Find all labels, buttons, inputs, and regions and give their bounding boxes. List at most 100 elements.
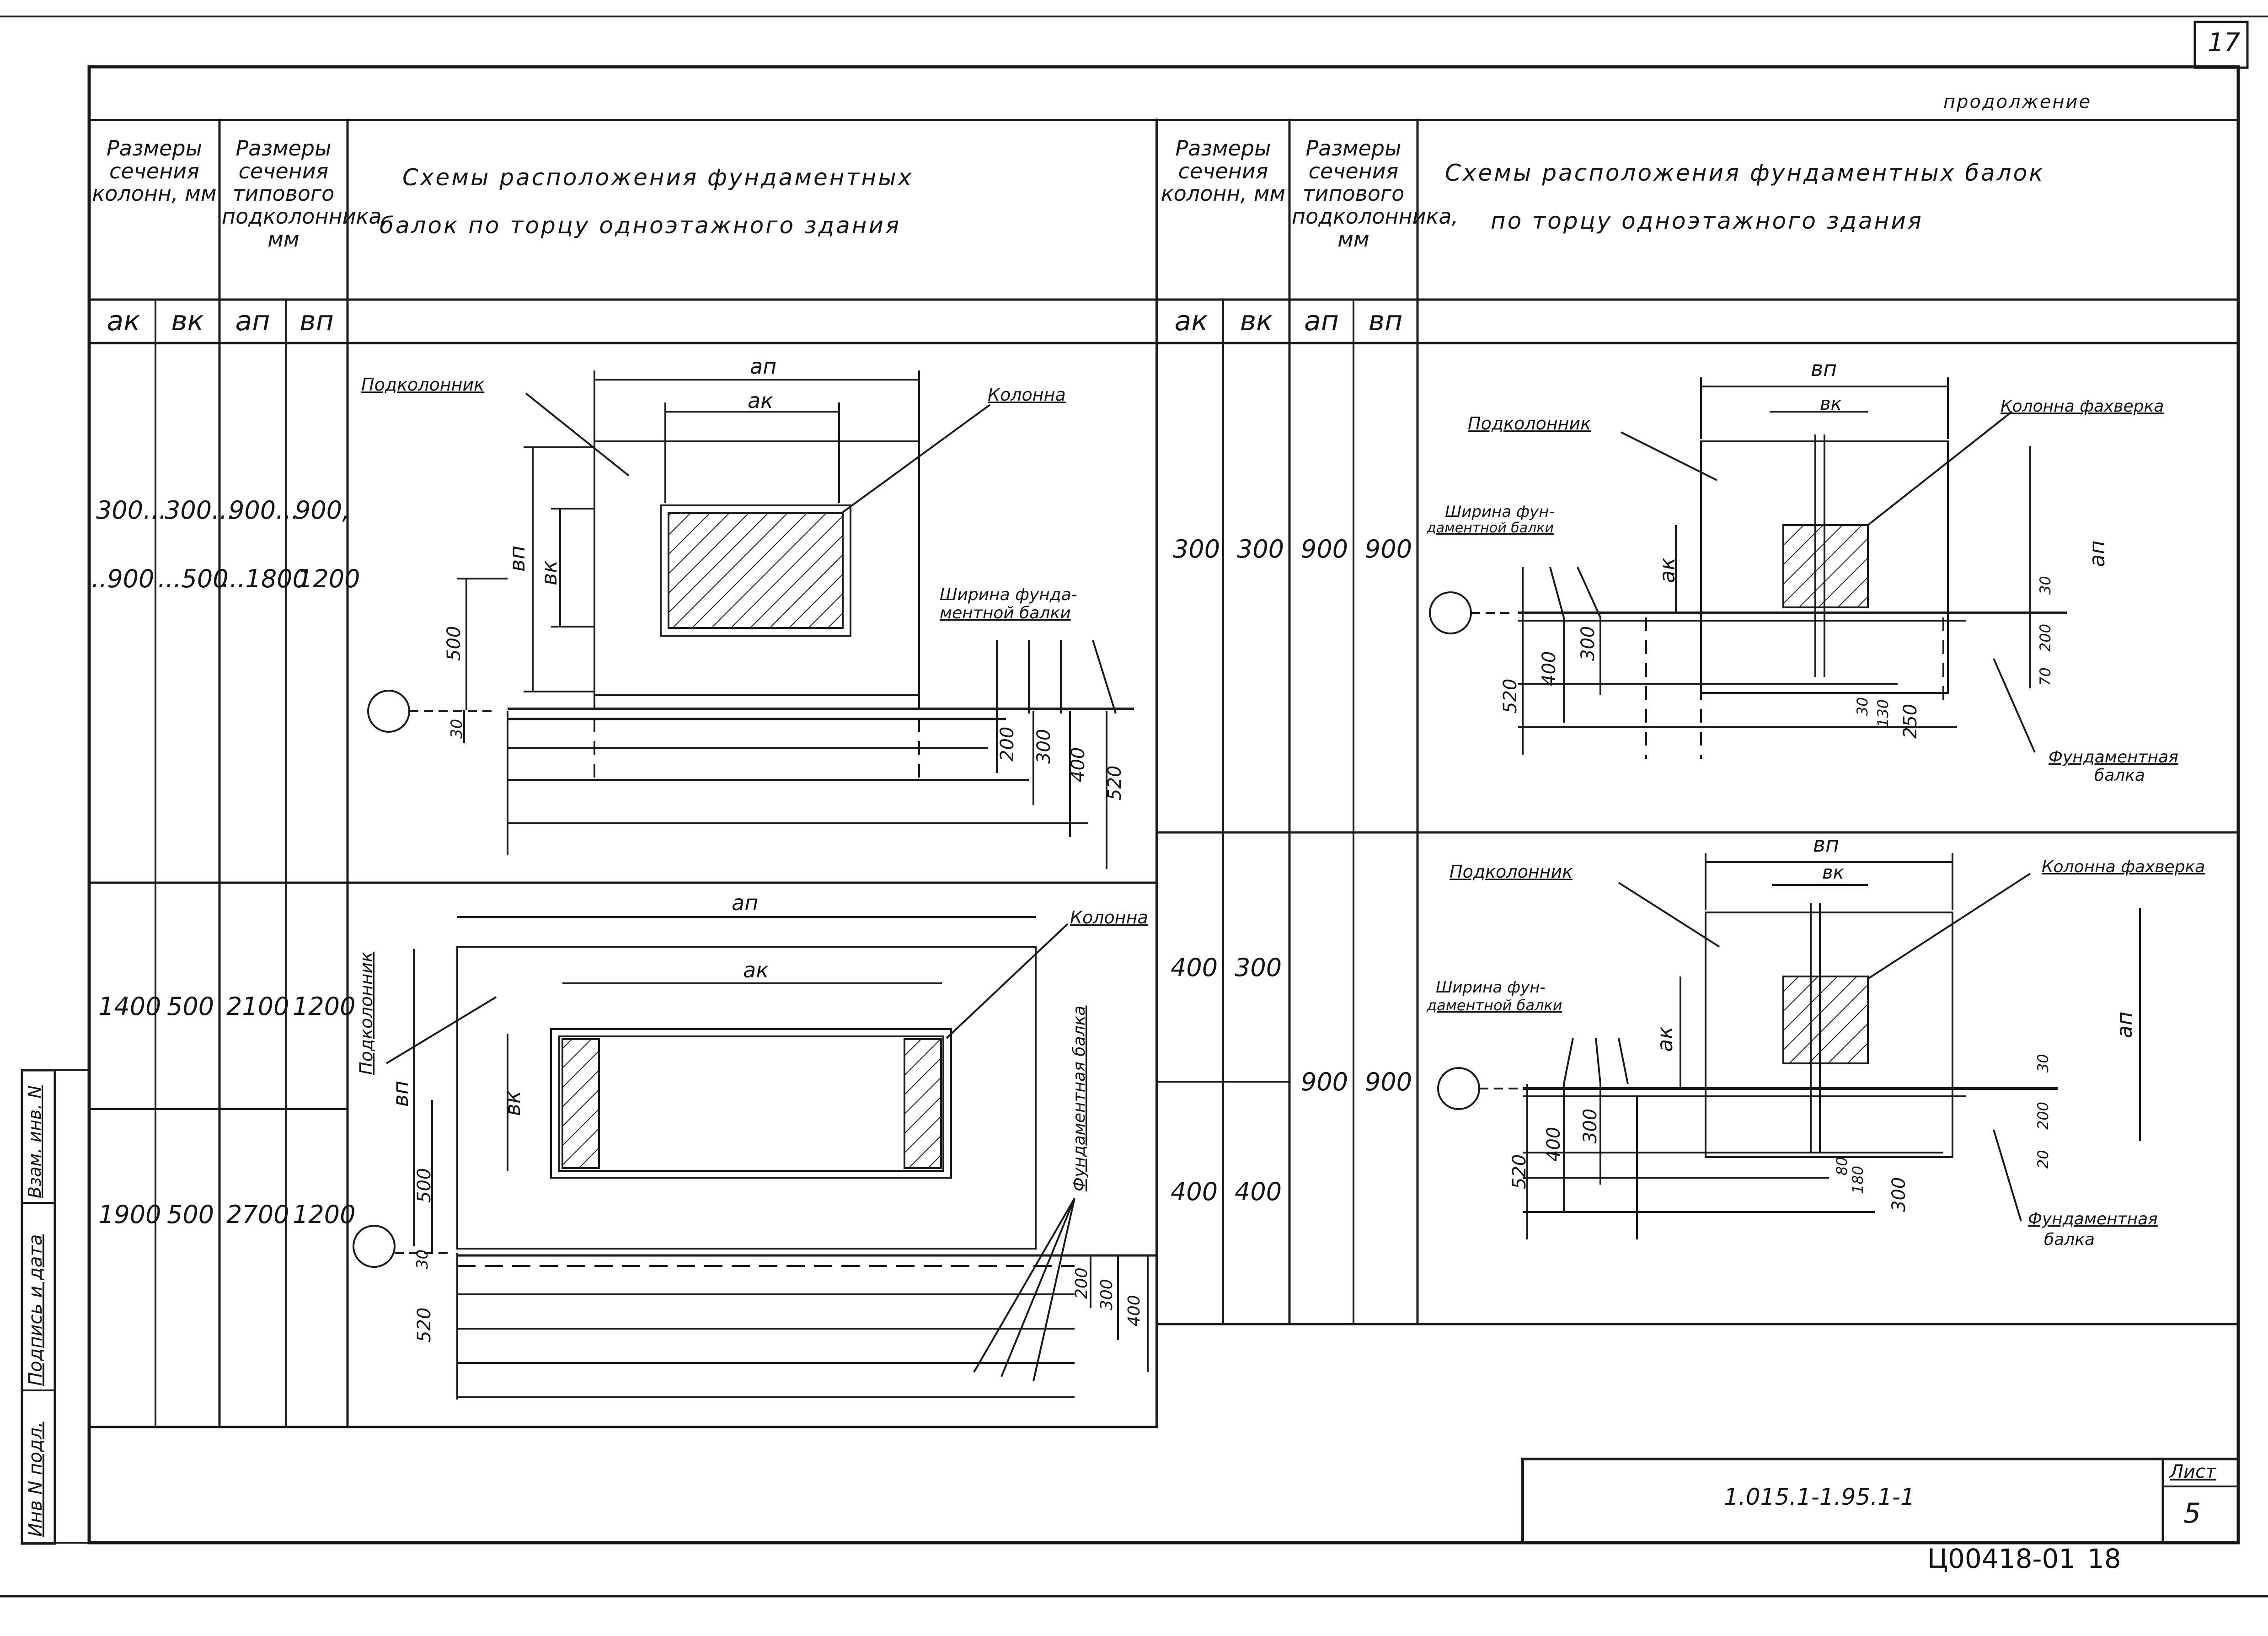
left-scheme-title-2: балок по торцу одноэтажного здания	[380, 212, 901, 239]
d4-dim-r200: 200	[2034, 1101, 2052, 1130]
d2-label-beam: Фундаментная балка	[1070, 1005, 1089, 1191]
left-sub-sizes-title: Размеры сечения типового подколонника, м…	[222, 136, 389, 252]
d3-dim-r200: 200	[2037, 623, 2054, 652]
d4-label-beam: Фундаментная	[2028, 1210, 2158, 1228]
left-row4-bn: 1200	[293, 1200, 356, 1229]
d4-label-beam-2: балка	[2044, 1230, 2095, 1249]
left-row3-ak: 1400	[98, 992, 161, 1021]
d1-dim-200: 200	[997, 726, 1018, 762]
d2-dim-30: 30	[413, 1249, 432, 1269]
d4-dim-400: 400	[1543, 1126, 1564, 1162]
right-sub-sizes-title: Размеры сечения типового подколонника, м…	[1292, 136, 1459, 252]
left-row1-bk: 300...	[165, 496, 235, 525]
right-scheme-title-2: по торцу одноэтажного здания	[1491, 208, 1923, 234]
d4-dim-b180: 180	[1849, 1165, 1867, 1194]
left-row2-bk: ...500	[158, 564, 229, 593]
d3-dim-an: ап	[2085, 540, 2109, 567]
d1-label-width: Ширина фунда-	[940, 585, 1077, 604]
left-scheme-title-1: Схемы расположения фундаментных	[402, 164, 914, 191]
d4-dim-bn: вп	[1813, 832, 1840, 857]
d1-dim-500: 500	[444, 626, 465, 661]
left-header-bn: вп	[300, 305, 334, 337]
d3-dim-b250: 250	[1900, 703, 1921, 739]
d3-label-width-2: даментной балки	[1427, 520, 1554, 536]
archive-number: Ц00418-01	[1927, 1543, 2076, 1574]
d3-dim-b30: 30	[1854, 697, 1871, 716]
right-header-an: ап	[1304, 305, 1339, 337]
left-row2-bn: 1200	[297, 564, 360, 593]
d2-dim-bn: вп	[388, 1080, 413, 1107]
stamp-podpis-data: Подпись и дата	[25, 1234, 46, 1386]
d3-dim-400: 400	[1539, 651, 1560, 686]
left-header-bk: вк	[171, 305, 204, 337]
d4-dim-ak: ак	[1653, 1026, 1677, 1052]
right-row2-bk: 300	[1235, 953, 1282, 982]
d1-dim-bk: вк	[537, 560, 562, 585]
d3-label-width: Ширина фун-	[1445, 503, 1555, 521]
d2-dim-an: ап	[732, 890, 759, 915]
d1-dim-an: ап	[750, 354, 777, 379]
right-row1-ak: 300	[1173, 535, 1220, 563]
d2-label-kolonna: Колонна	[1070, 907, 1148, 928]
d4-dim-r20: 20	[2034, 1150, 2052, 1169]
d4-dim-bk: вк	[1822, 862, 1844, 883]
d3-dim-bk: вк	[1820, 393, 1842, 414]
left-row2-ak: ..900	[91, 564, 155, 593]
d4-dim-b80: 80	[1833, 1157, 1851, 1175]
right-row4-bk: 400	[1235, 1177, 1282, 1206]
left-col-sizes-title: Размеры сечения колонн, мм	[92, 136, 217, 206]
right-scheme-title-1: Схемы расположения фундаментных балок	[1445, 160, 2045, 186]
d1-dim-520: 520	[1104, 765, 1125, 800]
d2-dim-300: 300	[1097, 1279, 1116, 1310]
d2-dim-bk: вк	[500, 1091, 525, 1116]
left-header-ak: ак	[107, 305, 140, 337]
d4-dim-300: 300	[1580, 1108, 1601, 1143]
archive-page: 18	[2087, 1543, 2121, 1574]
left-row1-bn: 900,	[295, 496, 350, 525]
right-row2-ak: 400	[1171, 953, 1218, 982]
d3-dim-bn: вп	[1811, 356, 1837, 381]
right-row1-an: 900	[1301, 535, 1348, 563]
right-header-bn: вп	[1368, 305, 1403, 337]
continuation-note: продолжение	[1943, 91, 2092, 113]
d1-label-width-2: ментной балки	[940, 604, 1071, 622]
d1-dim-30: 30	[448, 719, 466, 739]
right-row3-bn: 900	[1365, 1067, 1412, 1096]
left-header-an: ап	[235, 305, 270, 337]
left-row3-bn: 1200	[293, 992, 356, 1021]
d4-label-width: Ширина фун-	[1436, 978, 1546, 997]
d1-dim-bn: вп	[505, 545, 530, 572]
right-header-bk: вк	[1240, 305, 1273, 337]
d2-dim-400: 400	[1125, 1295, 1144, 1326]
d3-label-podkolonnik: Подколонник	[1468, 413, 1591, 434]
title-block-document-code: 1.015.1-1.95.1-1	[1724, 1484, 1915, 1510]
left-row4-ak: 1900	[98, 1200, 161, 1229]
d2-label-podkolonnik: Подколонник	[356, 951, 376, 1075]
d4-label-width-2: даментной балки	[1427, 997, 1562, 1014]
d1-dim-400: 400	[1068, 747, 1089, 782]
d1-label-kolonna: Колонна	[988, 385, 1066, 405]
left-row4-bk: 500	[167, 1200, 214, 1229]
left-row4-an: 2700	[226, 1200, 289, 1229]
left-row3-an: 2100	[226, 992, 289, 1021]
d3-label-beam-2: балка	[2094, 766, 2145, 785]
right-row3-an: 900	[1301, 1067, 1348, 1096]
d4-dim-b300: 300	[1888, 1177, 1910, 1212]
d4-label-kolonna: Колонна фахверка	[2042, 858, 2205, 876]
d3-dim-300: 300	[1578, 626, 1599, 661]
right-col-sizes-title: Размеры сечения колонн, мм	[1161, 136, 1286, 206]
d4-dim-r30: 30	[2034, 1054, 2052, 1073]
d3-dim-b130: 130	[1874, 699, 1892, 727]
d4-label-podkolonnik: Подколонник	[1450, 862, 1573, 882]
d3-dim-r70: 70	[2037, 667, 2054, 686]
left-row1-an: 900...	[229, 496, 300, 525]
d1-dim-300: 300	[1033, 729, 1054, 764]
d3-label-kolonna: Колонна фахверка	[2001, 397, 2164, 416]
d3-label-beam: Фундаментная	[2049, 748, 2178, 767]
sheet-number-corner: 17	[2208, 28, 2241, 58]
d4-dim-520: 520	[1509, 1154, 1530, 1189]
right-row1-bk: 300	[1237, 535, 1284, 563]
right-row4-ak: 400	[1171, 1177, 1218, 1206]
